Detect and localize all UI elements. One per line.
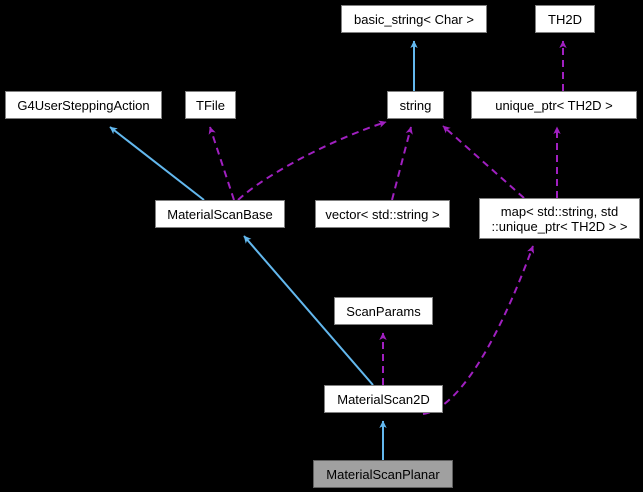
- class-node-label: vector< std::string >: [325, 206, 440, 222]
- class-node-label: MaterialScan2D: [337, 391, 430, 407]
- class-node-basic_string[interactable]: basic_string< Char >: [341, 5, 487, 33]
- edge-materialscanbase-tfile: [208, 126, 235, 201]
- class-node-label: TH2D: [548, 11, 582, 27]
- class-node-tfile[interactable]: TFile: [185, 91, 236, 119]
- class-node-label: TFile: [196, 97, 225, 113]
- class-node-label: G4UserSteppingAction: [17, 97, 150, 113]
- edge-map-string: [442, 125, 525, 199]
- edge-vector_string-string: [391, 126, 413, 201]
- class-node-string[interactable]: string: [387, 91, 444, 119]
- class-node-label: string: [399, 97, 432, 113]
- class-node-map_string_unique_ptr[interactable]: map< std::string, std ::unique_ptr< TH2D…: [479, 198, 640, 239]
- class-node-label: MaterialScanBase: [167, 206, 273, 222]
- class-node-materialscan2d[interactable]: MaterialScan2D: [324, 385, 443, 413]
- class-node-materialscanplanar[interactable]: MaterialScanPlanar: [313, 460, 453, 488]
- class-node-materialscanbase[interactable]: MaterialScanBase: [155, 200, 285, 228]
- edge-materialscanbase-string: [237, 120, 387, 201]
- class-node-vector_string[interactable]: vector< std::string >: [315, 200, 450, 228]
- class-node-scanparams[interactable]: ScanParams: [334, 297, 433, 325]
- class-node-g4usersteppingaction[interactable]: G4UserSteppingAction: [5, 91, 162, 119]
- edge-materialscanbase-g4usersteppingaction: [109, 126, 205, 201]
- class-node-label: basic_string< Char >: [354, 11, 474, 27]
- class-node-label: ScanParams: [346, 303, 421, 319]
- class-node-th2d[interactable]: TH2D: [535, 5, 595, 33]
- class-node-label: unique_ptr< TH2D >: [495, 97, 613, 113]
- class-node-label: MaterialScanPlanar: [326, 466, 440, 482]
- class-node-label: map< std::string, std ::unique_ptr< TH2D…: [491, 203, 628, 234]
- class-node-unique_ptr_th2d[interactable]: unique_ptr< TH2D >: [471, 91, 637, 119]
